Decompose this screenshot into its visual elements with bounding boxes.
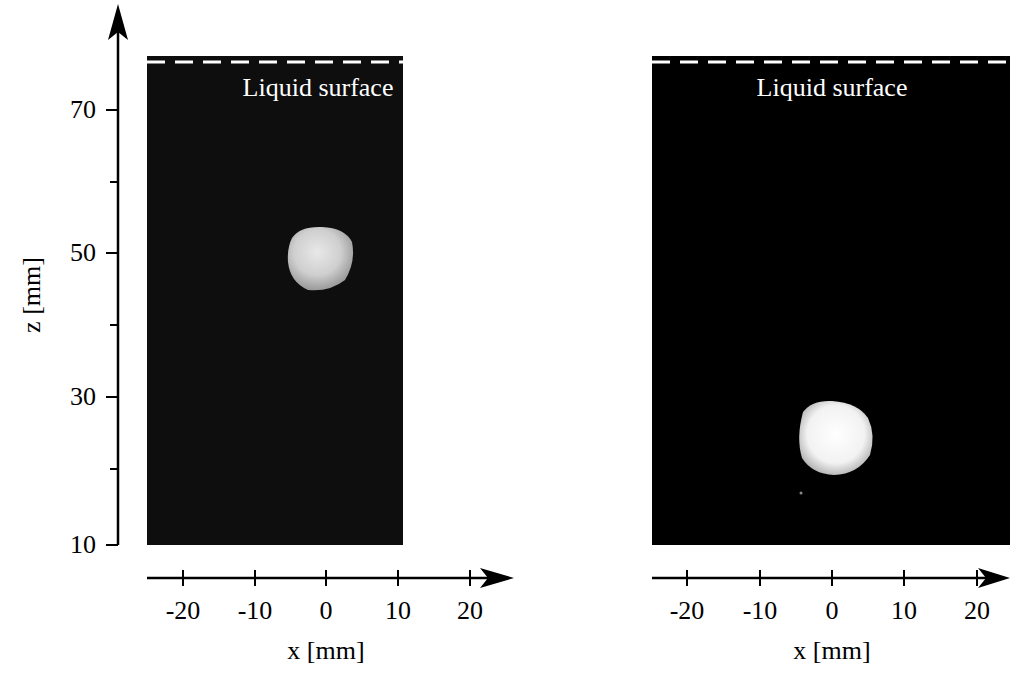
axis-title: z [mm] bbox=[19, 257, 45, 333]
surface-line bbox=[147, 61, 403, 64]
axis-title: x [mm] bbox=[287, 638, 364, 664]
surface-label: Liquid surface bbox=[757, 75, 908, 101]
x-axis bbox=[147, 577, 500, 580]
droplet-blob bbox=[799, 401, 872, 475]
tick-label: -10 bbox=[238, 598, 273, 624]
image-panel bbox=[652, 56, 1010, 545]
x-axis bbox=[652, 577, 996, 580]
tick-label: 10 bbox=[385, 598, 411, 624]
axis-ticks bbox=[106, 110, 118, 545]
surface-label: Liquid surface bbox=[243, 75, 394, 101]
speck bbox=[800, 492, 803, 495]
axis-arrow bbox=[108, 4, 128, 40]
tick-label: 20 bbox=[964, 598, 990, 624]
tick-label: 0 bbox=[320, 598, 333, 624]
surface-line bbox=[652, 61, 1010, 64]
z-axis bbox=[117, 20, 120, 545]
axis-ticks bbox=[687, 570, 977, 586]
tick-label: 10 bbox=[70, 532, 96, 558]
tick-label: 20 bbox=[457, 598, 483, 624]
axis-arrow bbox=[978, 568, 1010, 588]
tick-label: 30 bbox=[70, 384, 96, 410]
droplet-blob bbox=[288, 227, 353, 290]
image-panel bbox=[147, 56, 403, 545]
tick-label: 70 bbox=[70, 97, 96, 123]
tick-label: -20 bbox=[166, 598, 201, 624]
tick-label: -20 bbox=[670, 598, 705, 624]
tick-label: 50 bbox=[70, 240, 96, 266]
tick-label: 0 bbox=[826, 598, 839, 624]
axis-arrow bbox=[480, 568, 514, 588]
axis-title: x [mm] bbox=[793, 638, 870, 664]
tick-label: 10 bbox=[891, 598, 917, 624]
axis-ticks bbox=[183, 570, 470, 586]
tick-label: -10 bbox=[743, 598, 778, 624]
